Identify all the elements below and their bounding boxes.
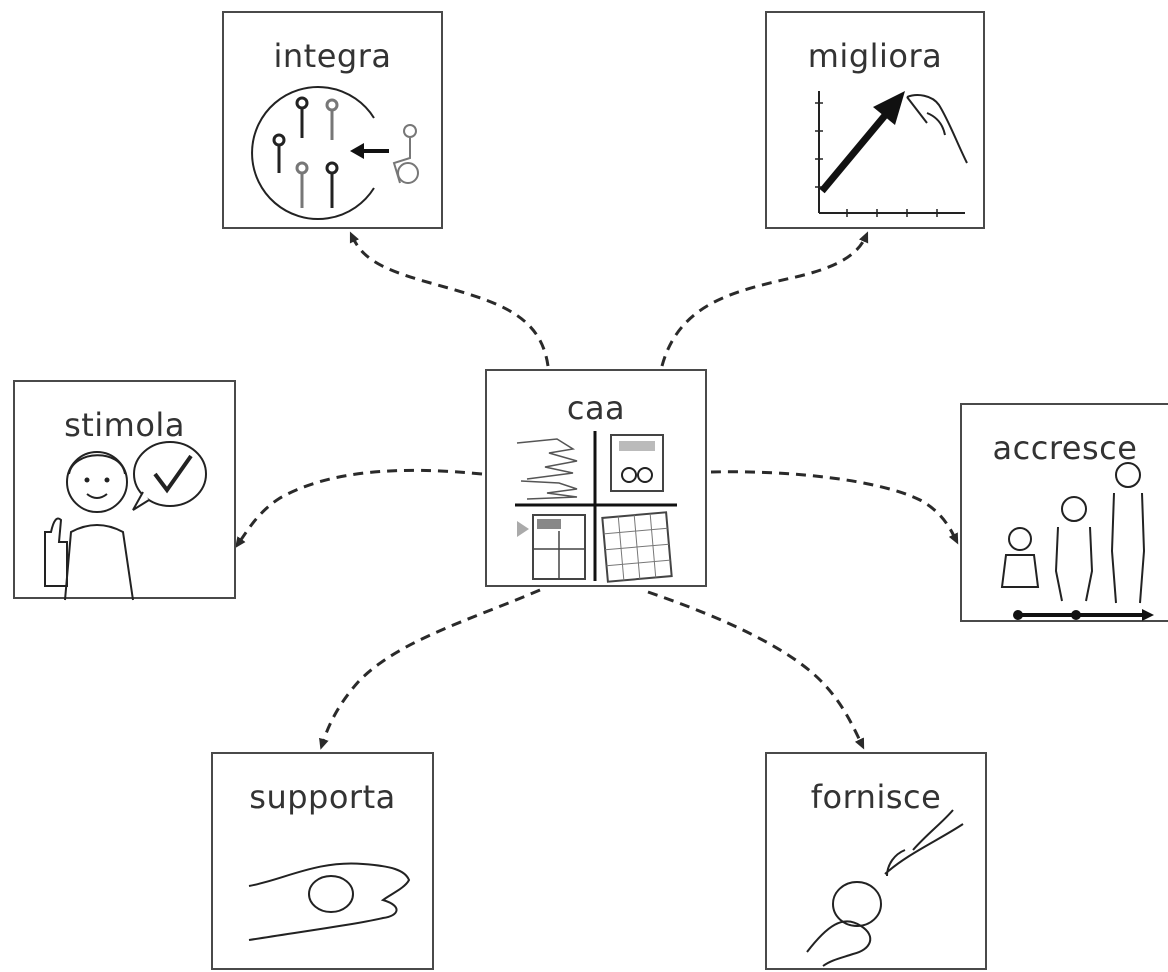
- improvement-graph-icon: [815, 91, 968, 217]
- edge-caa-migliora: [660, 231, 869, 367]
- edge-caa-accresce: [710, 470, 959, 545]
- giving-hands-icon: [806, 809, 964, 967]
- label-supporta: supporta: [249, 778, 396, 816]
- inclusion-circle-icon: [251, 86, 419, 220]
- thumbs-up-boy-icon: [44, 441, 207, 601]
- supporting-hand-icon: [248, 862, 411, 941]
- label-integra: integra: [273, 37, 392, 75]
- label-caa: caa: [566, 389, 626, 427]
- card-migliora: migliora: [765, 11, 985, 229]
- card-accresce: accresce: [960, 403, 1168, 622]
- edge-caa-stimola: [235, 468, 483, 549]
- label-migliora: migliora: [807, 37, 943, 75]
- card-stimola: stimola: [13, 380, 236, 601]
- edge-caa-supporta: [319, 588, 541, 750]
- label-accresce: accresce: [992, 429, 1138, 467]
- card-fornisce: fornisce: [765, 752, 987, 970]
- card-supporta: supporta: [211, 752, 434, 970]
- edge-caa-fornisce: [647, 590, 865, 750]
- card-integra: integra: [222, 11, 443, 229]
- card-caa: caa: [485, 369, 707, 587]
- label-stimola: stimola: [64, 406, 185, 444]
- edge-caa-integra: [349, 231, 550, 367]
- aac-symbols-icon: [515, 431, 677, 583]
- label-fornisce: fornisce: [810, 778, 942, 816]
- growing-people-icon: [1000, 462, 1154, 621]
